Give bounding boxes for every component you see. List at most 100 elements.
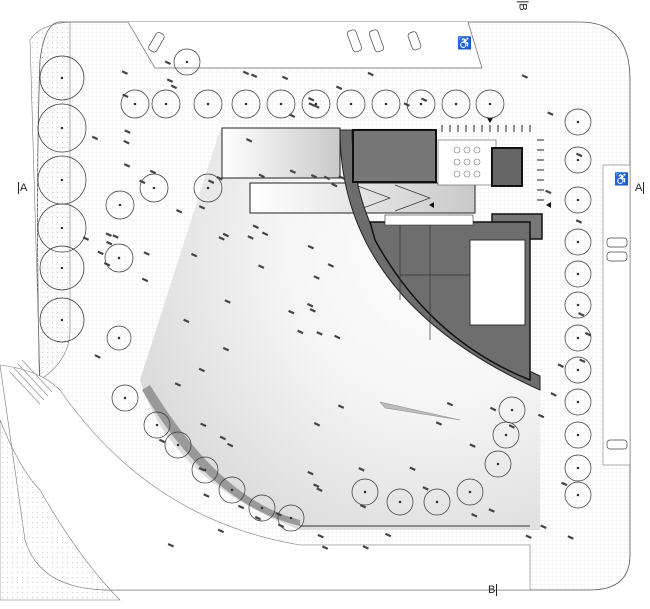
person-icon (338, 175, 345, 180)
person-icon (547, 111, 554, 116)
person-icon (307, 244, 314, 250)
tree-icon (564, 228, 592, 256)
person-icon (367, 71, 374, 77)
tree-trunk (117, 336, 121, 340)
person-icon (237, 504, 245, 510)
tree-trunk (576, 198, 580, 202)
tree-trunk (576, 466, 580, 470)
tree-trunk (576, 303, 580, 307)
person-icon (362, 545, 369, 550)
person-icon (183, 318, 190, 324)
person-icon (175, 208, 183, 214)
tree-icon (111, 384, 139, 412)
tree-icon (475, 89, 505, 119)
person-icon (334, 334, 341, 340)
person-icon (306, 302, 314, 308)
person-icon (218, 236, 225, 241)
person-icon (469, 443, 476, 448)
tree-trunk (60, 226, 64, 230)
person-icon (384, 532, 392, 538)
person-icon (261, 231, 269, 237)
person-icon (200, 422, 207, 428)
person-icon (105, 232, 112, 237)
tree-icon (143, 411, 171, 439)
person-icon (139, 179, 146, 185)
person-icon (252, 224, 259, 229)
person-icon (250, 73, 258, 79)
person-icon (403, 102, 410, 107)
tree-trunk (60, 178, 64, 182)
tree-icon (564, 108, 592, 136)
person-icon (219, 435, 227, 441)
person-icon (247, 235, 254, 240)
core (491, 147, 523, 187)
person-icon (112, 234, 119, 239)
person-icon (471, 513, 478, 518)
tree-trunk (384, 102, 388, 106)
person-icon (222, 232, 230, 238)
person-icon (254, 515, 262, 521)
car-icon (148, 29, 628, 450)
tree-icon (37, 103, 87, 153)
person-icon (143, 251, 150, 256)
person-icon (579, 358, 586, 364)
person-icon (226, 442, 234, 448)
tree-trunk (60, 318, 64, 322)
person-icon (281, 75, 289, 81)
tree-trunk (206, 186, 210, 190)
tree-icon (564, 454, 592, 482)
tree-trunk (504, 433, 508, 437)
person-icon (141, 277, 149, 283)
person-icon (537, 413, 545, 419)
tree-trunk (279, 102, 283, 106)
person-icon (97, 250, 104, 256)
crosswalk (9, 359, 53, 405)
person-icon (337, 404, 345, 409)
tree-icon (498, 396, 526, 424)
person-icon (316, 487, 323, 492)
person-icon (297, 329, 304, 335)
tree-icon (351, 478, 379, 506)
person-icon (94, 354, 101, 359)
person-icon (321, 545, 329, 550)
tree-trunk (176, 443, 180, 447)
person-icon (124, 129, 131, 134)
building-arc (339, 129, 541, 391)
person-icon (203, 493, 210, 498)
person-icon (557, 363, 564, 368)
person-icon (335, 85, 343, 91)
tree-icon (151, 89, 181, 119)
tree-icon (336, 89, 366, 119)
person-icon (313, 422, 321, 427)
tree-icon (231, 89, 261, 119)
person-icon (217, 528, 225, 534)
person-icon (435, 421, 443, 426)
tree-icon (564, 186, 592, 214)
tree-trunk (576, 368, 580, 372)
person-icon (190, 252, 198, 258)
tree-trunk (185, 60, 189, 64)
tree-trunk (155, 423, 159, 427)
cafe-tables (453, 146, 481, 178)
plaza (140, 130, 540, 530)
person-icon (289, 169, 296, 174)
tree-icon (441, 89, 471, 119)
person-icon (446, 401, 454, 407)
person-icon (567, 535, 574, 540)
person-icon (525, 534, 532, 540)
person-icon (545, 189, 552, 195)
person-icon (105, 240, 113, 246)
tree-trunk (576, 493, 580, 497)
person-icon (578, 312, 585, 317)
person-icon (359, 503, 367, 509)
tree-trunk (363, 490, 367, 494)
tree-trunk (576, 336, 580, 340)
person-icon (122, 93, 129, 99)
bollards (441, 125, 544, 201)
parking-bay (127, 21, 483, 69)
tree-icon (104, 243, 134, 273)
right-parking (602, 164, 631, 466)
tree-trunk (454, 102, 458, 106)
tree-icon (564, 146, 592, 174)
person-icon (422, 486, 429, 491)
